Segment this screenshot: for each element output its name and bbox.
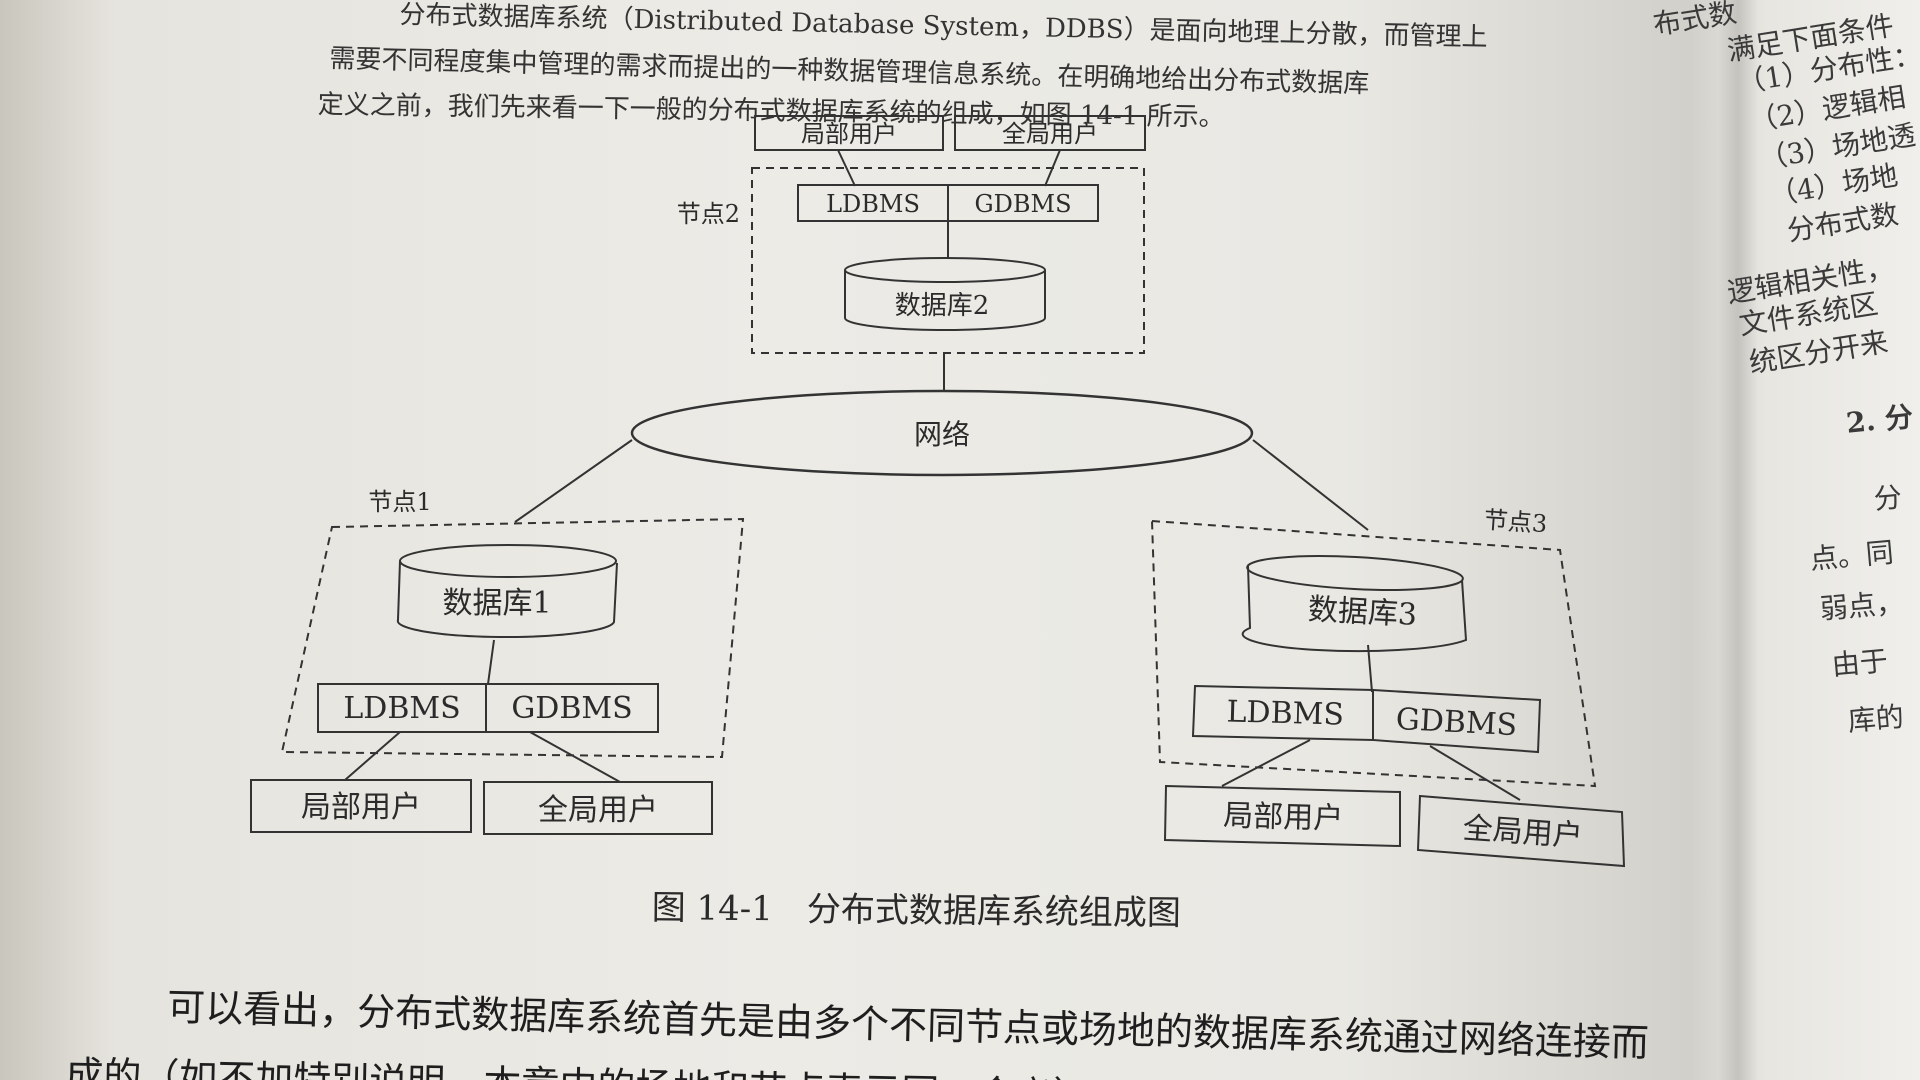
node2-gdbms-box [947, 184, 1099, 222]
network-label: 网络 [914, 418, 970, 451]
node2-database-label: 数据库2 [895, 291, 990, 321]
node1-label: 节点1 [368, 488, 431, 516]
node2-label: 节点2 [677, 200, 740, 228]
node3-label: 节点3 [1483, 506, 1548, 538]
node1-local-user-box [250, 779, 472, 833]
node1-gdbms-label: GDBMS [511, 691, 632, 726]
node3-gdbms-label: GDBMS [1395, 702, 1518, 743]
node3-local-user-box [1163, 784, 1401, 848]
node1-local-user-label: 局部用户 [301, 790, 421, 825]
figure-caption: 图 14-1 分布式数据库系统组成图 [651, 887, 1182, 934]
node2-dashed-boundary [751, 167, 1145, 354]
right-text-11: 2. 分 [1844, 399, 1915, 440]
node1-gdbms-box [485, 683, 659, 733]
right-page: 布式数 满足下面条件 （1）分布性： （2）逻辑相 （3）场地透 （4）场地 分… [1650, 0, 1920, 1080]
node3-dashed-boundary [1150, 519, 1597, 788]
node2-gdbms-label: GDBMS [974, 190, 1071, 218]
node3-global-user-label: 全局用户 [1462, 811, 1584, 854]
right-text-12: 分 [1872, 480, 1904, 516]
node1-global-user-label: 全局用户 [538, 793, 658, 828]
node2-local-user-label: 局部用户 [801, 120, 897, 148]
book-gutter [1718, 0, 1758, 1080]
node3-gdbms-box [1372, 688, 1542, 754]
node1-global-user-box [483, 781, 713, 835]
node1-group: 节点1 数据库1 LDBMS GDBMS 局部用户 全局用户 [250, 488, 745, 835]
node1-database-label: 数据库1 [442, 586, 551, 621]
node3-group: 节点3 数据库3 LDBMS GDBMS 局部用户 全局用户 [1150, 506, 1626, 868]
node3-database-label: 数据库3 [1307, 592, 1418, 633]
left-page: 分布式数据库系统（Distributed Database System，DDB… [65, 0, 1649, 1080]
node2-global-user-label: 全局用户 [1002, 120, 1098, 148]
node3-ldbms-label: LDBMS [1226, 694, 1344, 732]
node3-database-cylinder [1241, 555, 1468, 653]
node2-ldbms-label: LDBMS [826, 190, 920, 218]
node3-global-user-box [1416, 794, 1626, 868]
right-text-15: 由于 [1830, 644, 1890, 682]
right-text-16: 库的 [1846, 700, 1906, 738]
node2-top-local-user-box [754, 115, 944, 151]
right-text-13: 点。同 [1808, 535, 1896, 576]
node3-local-user-label: 局部用户 [1223, 798, 1344, 836]
distributed-db-diagram: 网络 局部用户 全局用户 节点2 LDBMS GDBMS 数据库2 [250, 115, 1626, 868]
node1-ldbms-label: LDBMS [343, 691, 460, 726]
node1-dashed-boundary [280, 517, 745, 759]
node1-database-cylinder [396, 544, 618, 639]
right-text-14: 弱点， [1818, 585, 1906, 626]
node2-database-cylinder [844, 257, 1046, 331]
network-ellipse [630, 389, 1254, 477]
node2-top-global-user-box [954, 115, 1146, 151]
